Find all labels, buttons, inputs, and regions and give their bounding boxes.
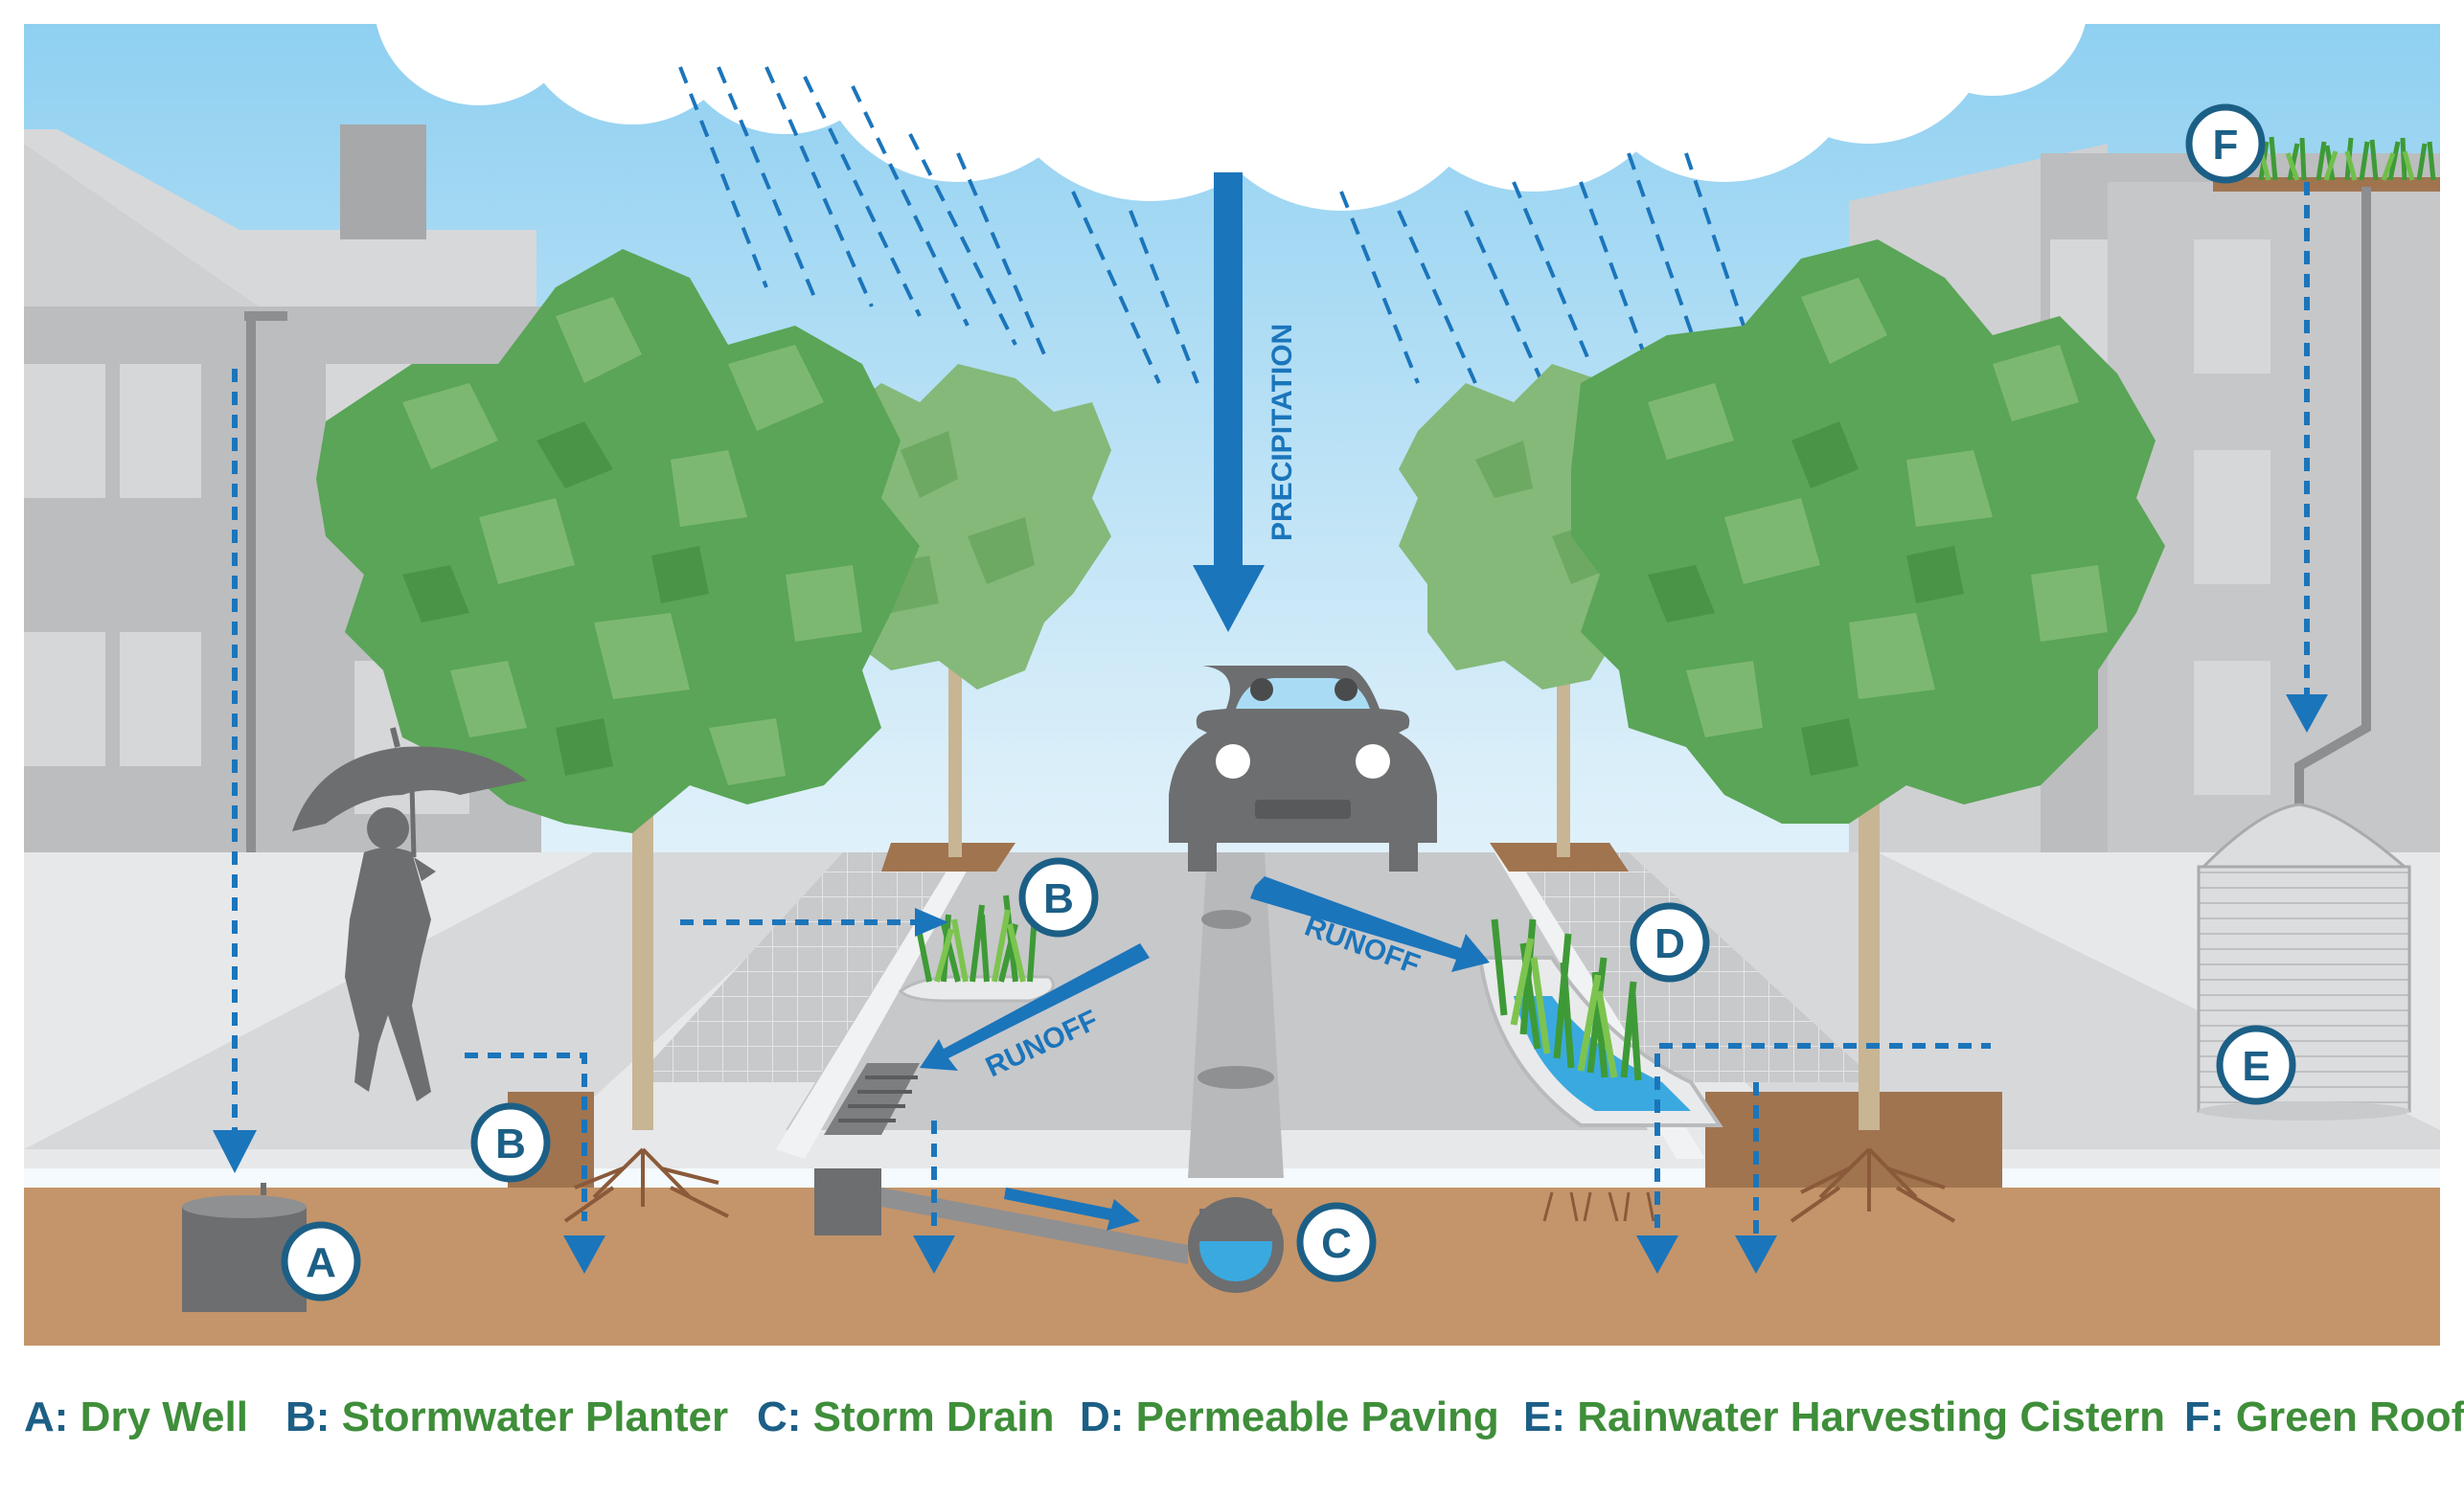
rain-icon xyxy=(678,66,1745,384)
precipitation-label: PRECIPITATION xyxy=(1266,324,1298,541)
tree-icon xyxy=(1571,239,2165,1130)
precipitation-arrow xyxy=(1193,172,1265,632)
badge-a-text: A xyxy=(306,1239,336,1286)
badge-e-text: E xyxy=(2242,1043,2270,1090)
legend-key: C: xyxy=(757,1393,802,1440)
cistern-icon xyxy=(2197,803,2411,1121)
badge-a: A xyxy=(281,1221,361,1302)
car-icon xyxy=(1169,666,1437,872)
badge-f: F xyxy=(2185,103,2266,184)
badge-b-sidewalk-text: B xyxy=(495,1121,526,1167)
legend-key: B: xyxy=(285,1393,331,1440)
badge-d: D xyxy=(1630,902,1710,983)
legend-label: Stormwater Planter xyxy=(341,1393,729,1440)
right-tree-pit xyxy=(1705,1092,2002,1192)
legend-label: Rainwater Harvesting Cistern xyxy=(1577,1393,2165,1440)
legend-item-stormwater-planter: B: Stormwater Planter xyxy=(285,1393,728,1441)
cloud-icon xyxy=(374,0,2088,211)
legend-item-rainwater-cistern: E: Rainwater Harvesting Cistern xyxy=(1523,1393,2165,1441)
runoff-arrow-left xyxy=(920,943,1150,1071)
legend-item-dry-well: A: Dry Well xyxy=(24,1393,248,1441)
badge-f-text: F xyxy=(2213,122,2239,169)
tree-roots xyxy=(1542,1147,1956,1223)
legend-key: F: xyxy=(2184,1393,2224,1440)
legend-item-green-roof: F: Green Roof xyxy=(2184,1393,2464,1441)
legend-key: E: xyxy=(1523,1393,1565,1440)
road-center-strip xyxy=(1188,852,1284,1178)
badge-b-planter: B xyxy=(1018,857,1099,938)
legend-label: Green Roof xyxy=(2235,1393,2464,1440)
green-roof-grass xyxy=(2258,136,2436,181)
left-paving xyxy=(632,852,977,1082)
badge-c-text: C xyxy=(1321,1220,1352,1267)
tree-icon xyxy=(316,249,920,1130)
legend-item-storm-drain: C: Storm Drain xyxy=(757,1393,1055,1441)
badge-d-text: D xyxy=(1654,920,1685,967)
badge-b-sidewalk: B xyxy=(470,1102,551,1183)
runoff-arrow-right xyxy=(1250,876,1490,972)
storm-grate xyxy=(824,1063,920,1135)
legend-key: D: xyxy=(1080,1393,1125,1440)
legend-key: A: xyxy=(24,1393,69,1440)
flow-dashes xyxy=(232,182,2310,1235)
grass-icon xyxy=(1491,918,1642,1081)
badge-e: E xyxy=(2216,1025,2296,1105)
legend-item-permeable-paving: D: Permeable Paving xyxy=(1080,1393,1499,1441)
grass-icon xyxy=(917,895,1038,983)
pipe-flow-arrow xyxy=(1004,1188,1140,1231)
badge-b-planter-text: B xyxy=(1043,875,1074,922)
person-umbrella-icon xyxy=(292,727,527,1101)
legend-label: Permeable Paving xyxy=(1135,1393,1499,1440)
flow-arrowheads xyxy=(213,694,2328,1274)
legend-label: Dry Well xyxy=(80,1393,248,1440)
stormwater-diagram: PRECIPITATION RUNOFF RUNOFF A B xyxy=(24,0,2440,1355)
badge-c: C xyxy=(1296,1202,1377,1282)
tree-roots xyxy=(563,1147,729,1223)
storm-drain-pipe-icon xyxy=(814,1168,1284,1293)
legend-label: Storm Drain xyxy=(812,1393,1055,1440)
